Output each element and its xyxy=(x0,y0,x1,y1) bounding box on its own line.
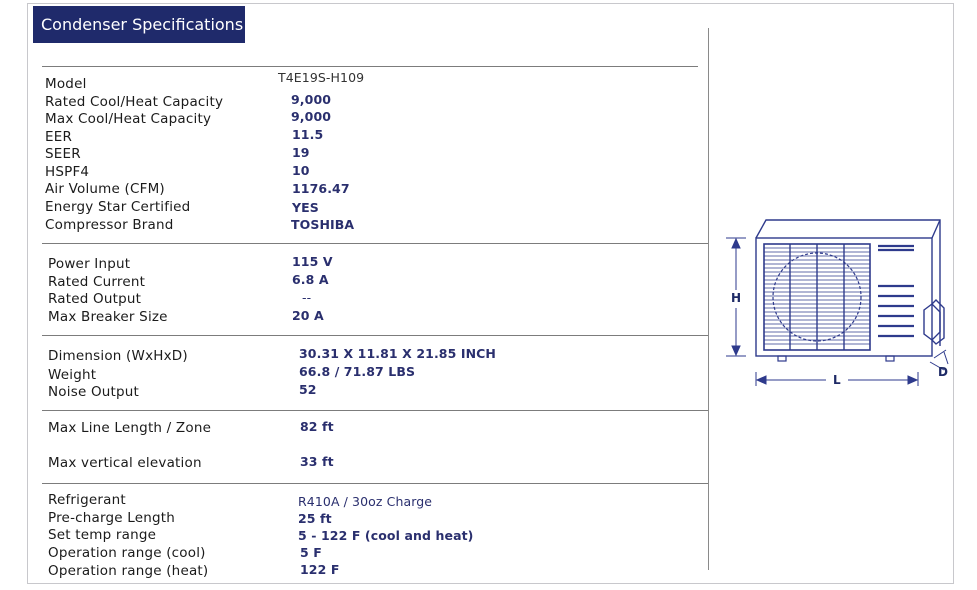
spec-label-air-volume: Air Volume (CFM) xyxy=(45,181,165,197)
length-label: L xyxy=(833,373,841,387)
spec-value-noise: 52 xyxy=(299,382,317,397)
spec-label-compressor: Compressor Brand xyxy=(45,217,174,233)
section-divider xyxy=(42,335,708,336)
section-divider xyxy=(42,410,708,411)
spec-label-weight: Weight xyxy=(48,367,97,383)
length-dimension xyxy=(755,372,919,386)
side-louvers xyxy=(878,244,914,338)
spec-label-rated-output: Rated Output xyxy=(48,291,142,307)
spec-label-refrigerant: Refrigerant xyxy=(48,492,126,508)
section-divider xyxy=(42,243,708,244)
spec-label-max-capacity: Max Cool/Heat Capacity xyxy=(45,111,212,127)
spec-label-op-cool: Operation range (cool) xyxy=(48,545,206,561)
spec-value-eer: 11.5 xyxy=(292,127,324,142)
spec-label-eer: EER xyxy=(45,129,73,145)
spec-value-max-line-length: 82 ft xyxy=(300,419,334,434)
spec-value-hspf4: 10 xyxy=(292,163,310,178)
spec-label-power-input: Power Input xyxy=(48,256,131,272)
condenser-body xyxy=(755,219,945,357)
spec-value-max-vertical: 33 ft xyxy=(300,454,334,469)
height-dimension xyxy=(726,237,746,357)
height-label: H xyxy=(731,291,741,305)
spec-value-energy-star: YES xyxy=(292,200,319,215)
spec-label-max-line-length: Max Line Length / Zone xyxy=(48,420,212,436)
spec-value-power-input: 115 V xyxy=(292,254,333,269)
spec-label-op-heat: Operation range (heat) xyxy=(48,563,209,579)
unit-feet xyxy=(777,355,895,362)
page-title: Condenser Specifications xyxy=(33,6,245,43)
spec-label-precharge: Pre-charge Length xyxy=(48,510,176,526)
spec-value-dimension: 30.31 X 11.81 X 21.85 INCH xyxy=(299,346,496,361)
spec-label-seer: SEER xyxy=(45,146,81,162)
fan-grille xyxy=(763,243,871,351)
condenser-unit-diagram: H L D xyxy=(726,219,949,387)
spec-value-rated-output: -- xyxy=(302,290,312,305)
spec-value-rated-capacity: 9,000 xyxy=(291,92,332,107)
spec-label-max-breaker: Max Breaker Size xyxy=(48,309,168,325)
spec-label-dimension: Dimension (WxHxD) xyxy=(48,348,188,364)
spec-label-model: Model xyxy=(45,76,87,92)
vertical-divider xyxy=(708,28,709,570)
spec-value-op-cool: 5 F xyxy=(300,545,322,560)
depth-dimension xyxy=(929,349,949,371)
spec-value-refrigerant: R410A / 30oz Charge xyxy=(298,494,433,509)
spec-value-weight: 66.8 / 71.87 LBS xyxy=(299,364,416,379)
spec-label-hspf4: HSPF4 xyxy=(45,164,90,180)
spec-label-max-vertical: Max vertical elevation xyxy=(48,455,202,471)
section-divider xyxy=(42,66,698,67)
spec-value-max-capacity: 9,000 xyxy=(291,109,332,124)
spec-label-set-temp: Set temp range xyxy=(48,527,157,543)
depth-label: D xyxy=(938,365,948,379)
spec-label-rated-current: Rated Current xyxy=(48,274,146,290)
spec-value-max-breaker: 20 A xyxy=(292,308,324,323)
spec-value-rated-current: 6.8 A xyxy=(292,272,329,287)
spec-value-precharge: 25 ft xyxy=(298,511,332,526)
spec-label-noise: Noise Output xyxy=(48,384,140,400)
spec-value-set-temp: 5 - 122 F (cool and heat) xyxy=(298,528,474,543)
section-divider xyxy=(42,483,708,484)
spec-value-air-volume: 1176.47 xyxy=(292,181,350,196)
spec-value-compressor: TOSHIBA xyxy=(291,217,355,232)
spec-value-seer: 19 xyxy=(292,145,310,160)
spec-value-model: T4E19S-H109 xyxy=(278,70,365,85)
spec-label-energy-star: Energy Star Certified xyxy=(45,199,191,215)
spec-sheet-frame xyxy=(27,3,954,584)
spec-label-rated-capacity: Rated Cool/Heat Capacity xyxy=(45,94,224,110)
spec-value-op-heat: 122 F xyxy=(300,562,340,577)
